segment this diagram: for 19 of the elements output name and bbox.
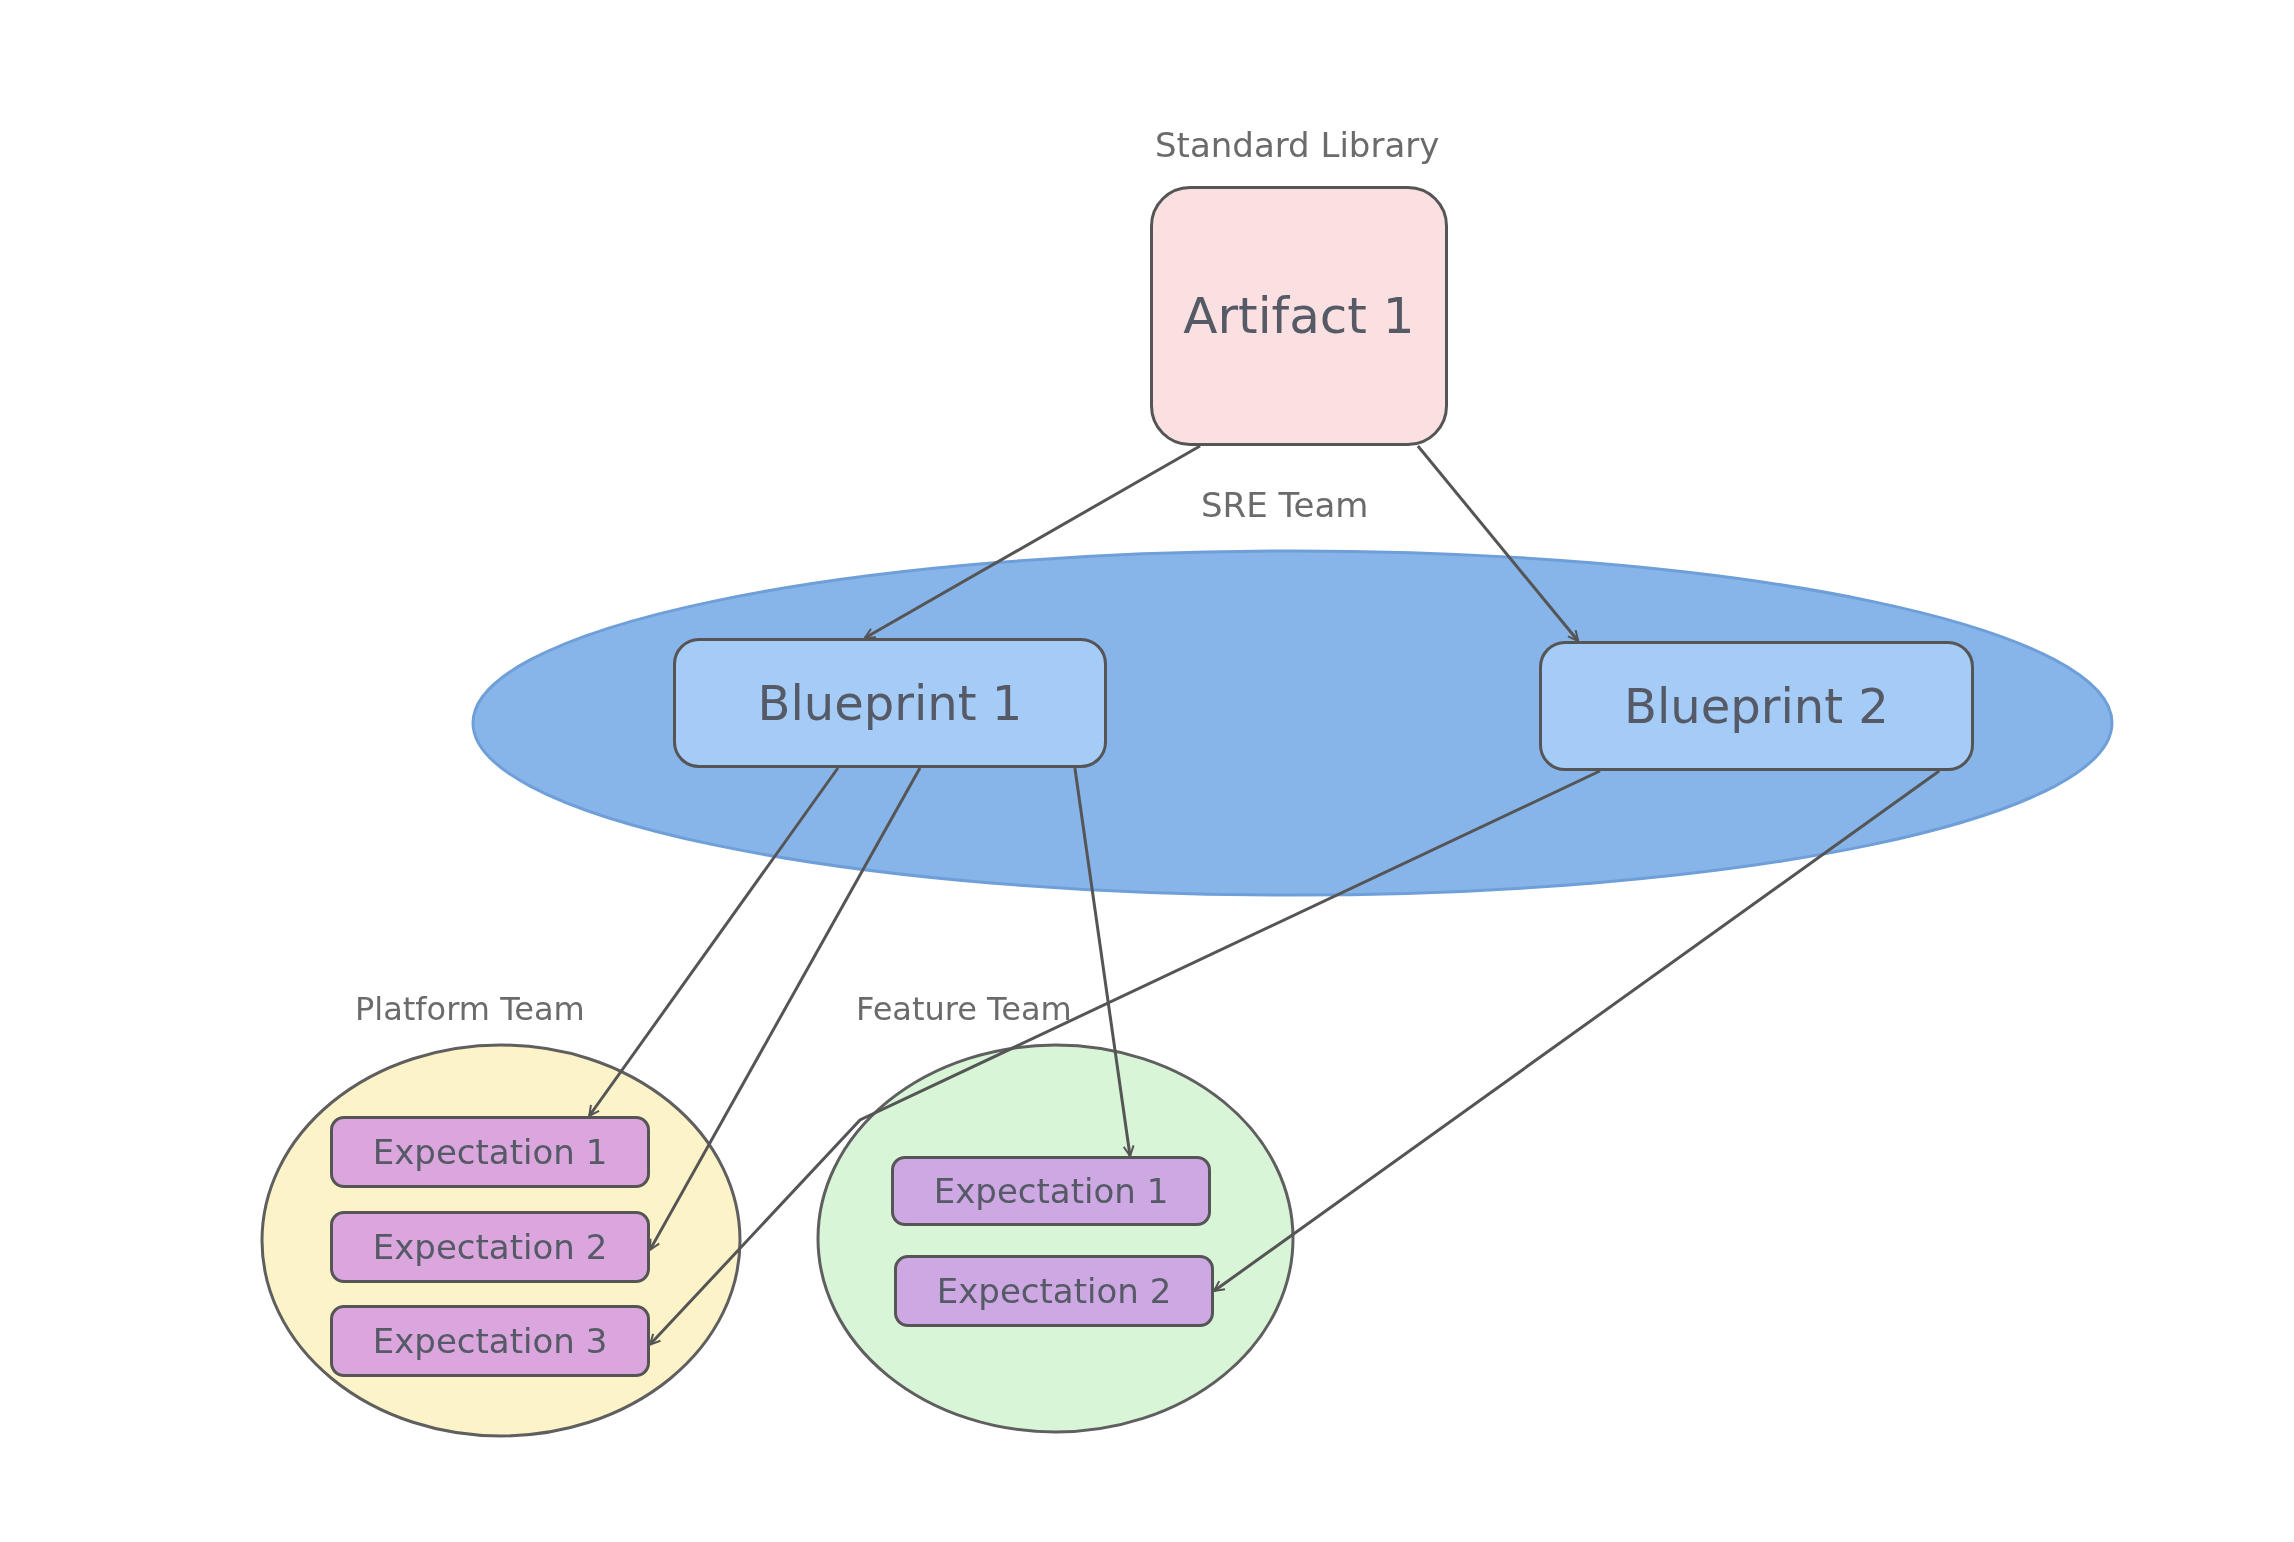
box-label: Expectation 1: [372, 1132, 608, 1172]
box-label: Expectation 1: [933, 1171, 1169, 1211]
group-heading: Platform Team: [355, 990, 585, 1029]
box-label: Blueprint 1: [757, 675, 1023, 731]
box-label: Blueprint 2: [1624, 678, 1889, 734]
group-heading: Standard Library: [1155, 125, 1440, 166]
arrow: [1073, 767, 1135, 1157]
group-heading: SRE Team: [1201, 485, 1369, 526]
group-heading: Feature Team: [856, 990, 1072, 1029]
arrow: [588, 767, 840, 1117]
arrow: [1416, 445, 1580, 642]
arrow: [648, 769, 1601, 1346]
box-label: Expectation 2: [372, 1227, 608, 1267]
box-label: Artifact 1: [1183, 287, 1415, 345]
arrow: [1213, 769, 1941, 1293]
arrow: [863, 444, 1201, 640]
arrow: [648, 767, 922, 1251]
box-label: Expectation 3: [372, 1321, 608, 1361]
box-label: Expectation 2: [936, 1271, 1172, 1311]
